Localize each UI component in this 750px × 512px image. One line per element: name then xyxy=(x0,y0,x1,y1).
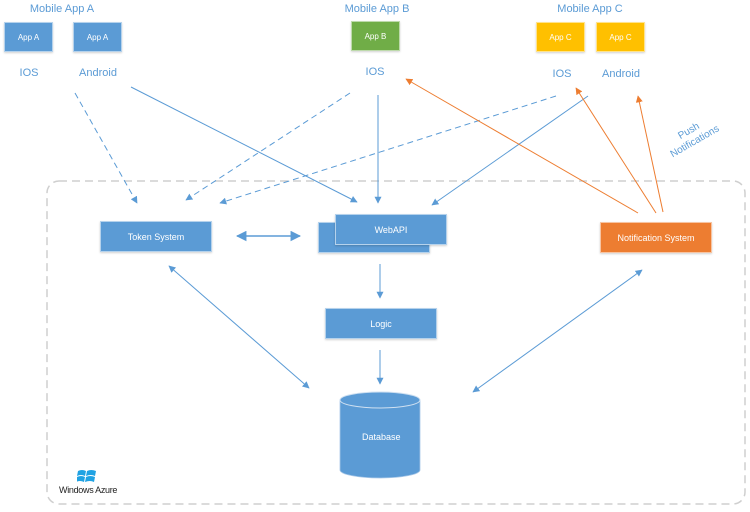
windows-azure-logo: Windows Azure xyxy=(59,468,117,495)
connector-push-appc-ios xyxy=(575,87,657,214)
windows-azure-text: Windows Azure xyxy=(59,485,118,495)
group-title-mobile-app-a: Mobile App A xyxy=(29,3,95,15)
app-c-android-node[interactable]: App C xyxy=(596,22,645,52)
database-cylinder[interactable] xyxy=(339,391,421,479)
connector-push-appc-android xyxy=(635,95,664,213)
webapi-node[interactable]: WebAPI xyxy=(335,214,447,245)
connector-token-database xyxy=(168,265,310,389)
notification-system-node[interactable]: Notification System xyxy=(600,222,712,253)
token-system-node[interactable]: Token System xyxy=(100,221,212,252)
group-title-mobile-app-b: Mobile App B xyxy=(344,3,410,15)
connector-appc-android-webapi xyxy=(431,95,589,206)
connector-notification-database xyxy=(472,269,643,393)
azure-container xyxy=(46,180,746,505)
connector-appa-android-webapi xyxy=(130,86,358,203)
platform-label-app-c-ios: IOS xyxy=(552,68,572,80)
app-c-ios-node[interactable]: App C xyxy=(536,22,585,52)
app-b-ios-node[interactable]: App B xyxy=(351,21,400,51)
connector-appc-ios-token xyxy=(219,95,557,205)
app-a-ios-node[interactable]: App A xyxy=(4,22,53,52)
logic-node[interactable]: Logic xyxy=(325,308,437,339)
platform-label-app-b-ios: IOS xyxy=(365,66,385,78)
connector-push-appb-ios xyxy=(405,78,639,214)
group-title-mobile-app-c: Mobile App C xyxy=(557,3,623,15)
connector-appa-android-token xyxy=(74,92,138,204)
platform-label-app-a-ios: IOS xyxy=(19,67,39,79)
platform-label-app-a-android: Android xyxy=(79,67,117,79)
connector-appb-ios-token xyxy=(185,92,351,201)
platform-label-app-c-android: Android xyxy=(602,68,640,80)
database-label: Database xyxy=(362,432,401,442)
windows-flag-icon xyxy=(77,470,96,482)
app-a-android-node[interactable]: App A xyxy=(73,22,122,52)
